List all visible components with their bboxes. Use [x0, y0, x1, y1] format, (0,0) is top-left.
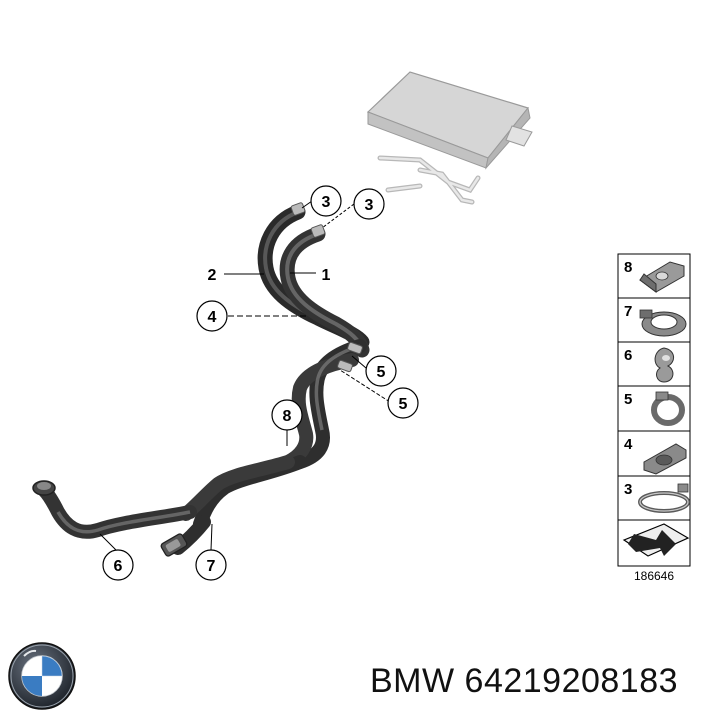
svg-text:7: 7	[207, 558, 216, 575]
legend-item-6: 6	[624, 347, 674, 383]
callout-7: 7	[195, 549, 227, 581]
svg-text:3: 3	[624, 481, 632, 498]
arrow-icon	[622, 523, 690, 557]
callout-3b: 3	[353, 188, 385, 220]
svg-text:8: 8	[283, 408, 292, 425]
bmw-logo	[8, 642, 76, 710]
svg-text:2: 2	[208, 267, 217, 284]
callout-6: 6	[102, 549, 134, 581]
svg-text:4: 4	[208, 309, 217, 326]
svg-text:5: 5	[399, 396, 408, 413]
hose-end-left	[32, 480, 56, 496]
legend-item-4: 4	[624, 436, 687, 475]
svg-text:6: 6	[114, 558, 123, 575]
callout-5a: 5	[365, 355, 397, 387]
svg-text:4: 4	[624, 436, 633, 453]
callout-8: 8	[271, 399, 303, 431]
hose-clamp-5-icon	[651, 391, 685, 426]
callout-3a: 3	[310, 185, 342, 217]
svg-text:5: 5	[624, 391, 632, 408]
spring-band-clamp-3-icon	[638, 483, 690, 513]
legend-item-7: 7	[624, 303, 687, 337]
svg-text:5: 5	[377, 364, 386, 381]
callout-5b: 5	[387, 387, 419, 419]
legend-item-8: 8	[624, 259, 685, 293]
hose-clip-6-icon	[654, 347, 674, 383]
svg-text:8: 8	[624, 259, 632, 276]
heater-core	[366, 71, 533, 205]
coolant-hose-assembly	[32, 202, 370, 557]
callout-1: 1	[322, 267, 331, 284]
parts-legend: 8 7 6 5	[617, 253, 691, 583]
callout-4: 4	[196, 300, 228, 332]
callout-2: 2	[208, 267, 217, 284]
svg-text:3: 3	[365, 197, 374, 214]
svg-text:1: 1	[322, 267, 331, 284]
hose-clamp-7-icon	[639, 309, 687, 337]
svg-text:7: 7	[624, 303, 632, 320]
callouts: 3 3 2 1 4 5 5 8 6	[102, 185, 419, 581]
svg-text:3: 3	[322, 194, 331, 211]
legend-item-5: 5	[624, 391, 685, 426]
hose-clip-4-icon	[643, 443, 687, 475]
diagram-number: 186646	[634, 569, 674, 583]
hose-clamp-8-icon	[639, 261, 685, 293]
legend-item-3: 3	[624, 481, 690, 513]
leader-lines	[99, 200, 391, 553]
quick-connector-7	[160, 533, 188, 557]
part-number: BMW 64219208183	[370, 662, 679, 700]
svg-text:6: 6	[624, 347, 632, 364]
